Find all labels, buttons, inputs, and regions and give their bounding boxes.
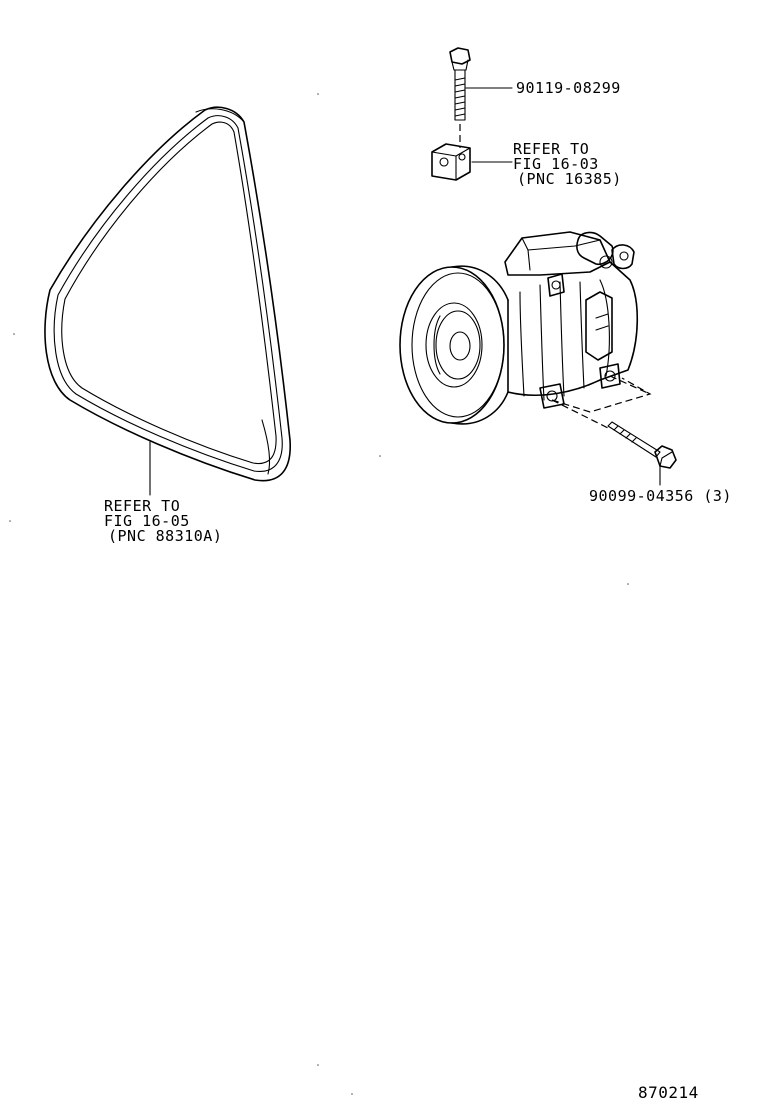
belt-refer-line2: FIG 16-05 <box>104 512 190 530</box>
drive-belt <box>44 106 291 482</box>
mounting-dashed-lines <box>551 375 652 429</box>
bolt-90119-08299 <box>449 47 471 121</box>
ac-compressor <box>399 231 639 425</box>
bracket-refer-line3: (PNC 16385) <box>517 170 622 188</box>
bracket-refer-line2: FIG 16-03 <box>513 155 599 173</box>
belt-refer-line3: (PNC 88310A) <box>108 527 223 545</box>
bolt-90099-04356 <box>607 421 677 469</box>
illustration-id: 870214 <box>638 1083 699 1102</box>
part-number-90099-04356: 90099-04356 (3) <box>589 488 732 504</box>
bracket-block <box>431 143 471 181</box>
quantity: (3) <box>703 487 732 505</box>
scan-specks <box>9 93 629 1095</box>
belt-refer-line1: REFER TO <box>104 497 181 515</box>
bracket-refer-line1: REFER TO <box>513 140 590 158</box>
part-number-90119-08299: 90119-08299 <box>516 79 621 97</box>
part-number: 90099-04356 <box>589 487 694 505</box>
